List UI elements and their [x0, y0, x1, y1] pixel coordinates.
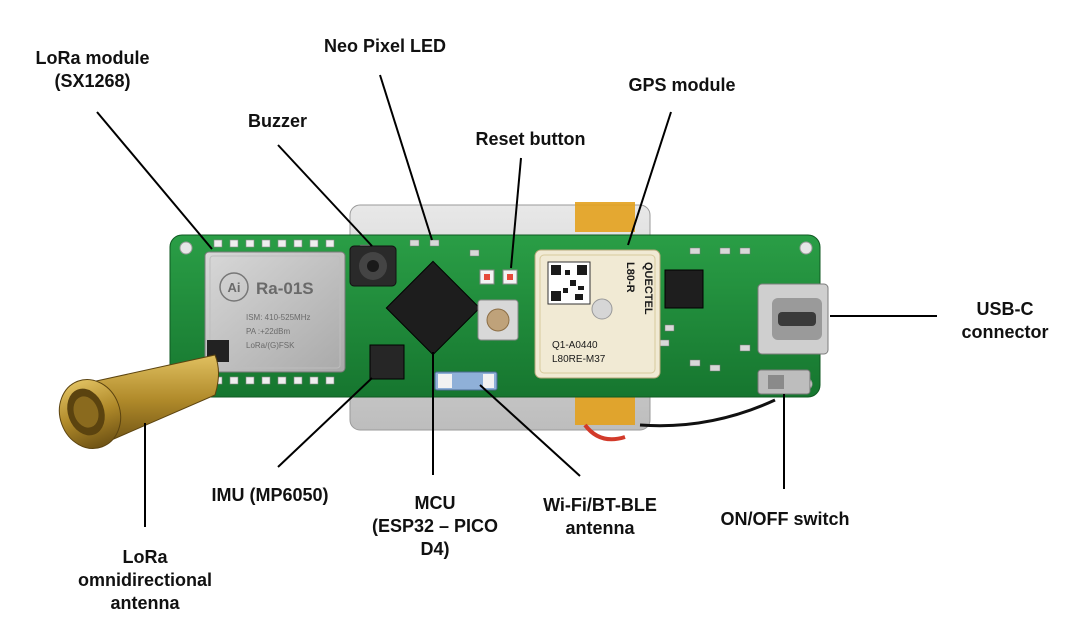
leader-imu [277, 377, 373, 468]
label-imu-line1: IMU (MP6050) [211, 485, 329, 505]
label-lora-antenna-line3: antenna [110, 593, 180, 613]
label-lora-antenna-line2: omnidirectional [77, 570, 212, 590]
label-lora-antenna: LoRa omnidirectional antenna [60, 546, 230, 615]
gps-code2-text: L80RE-M37 [552, 354, 606, 365]
support-chip [664, 269, 704, 309]
label-lora-module-line1: LoRa module [35, 48, 150, 68]
label-usb-c-line2: connector [961, 322, 1049, 342]
lora-pa-text: PA :+22dBm [246, 327, 290, 336]
label-usb-c-line1: USB-C [976, 299, 1034, 319]
label-usb-c: USB-C connector [940, 298, 1070, 344]
leader-lines [96, 74, 937, 527]
neo-pixel-leds [479, 269, 518, 285]
label-wifi-antenna-line2: antenna [565, 518, 635, 538]
lora-module-shield: Ai Ra-01S ISM: 410-525MHz PA :+22dBm LoR… [204, 251, 346, 373]
label-wifi-antenna-line1: Wi-Fi/BT-BLE [543, 495, 657, 515]
reset-button-component [477, 299, 519, 341]
label-gps-module: GPS module [612, 74, 752, 97]
leader-neo-pixel [379, 74, 433, 241]
label-wifi-antenna: Wi-Fi/BT-BLE antenna [525, 494, 675, 540]
on-off-switch-component [757, 369, 811, 395]
leader-wifi [479, 384, 581, 477]
gps-brand-text: QUECTEL [642, 262, 654, 315]
leader-reset [510, 157, 522, 269]
usb-c-connector-component [757, 283, 829, 355]
label-neo-pixel-line1: Neo Pixel LED [323, 36, 447, 56]
leader-buzzer [277, 144, 373, 247]
leader-gps [627, 111, 672, 246]
label-lora-antenna-line1: LoRa [122, 547, 168, 567]
gps-module-body: QUECTEL L80-R Q1-A0440 L80RE-M37 [534, 249, 661, 379]
gps-code1-text: Q1-A0440 [552, 340, 598, 351]
wifi-antenna-chip [434, 371, 498, 391]
label-buzzer-line1: Buzzer [247, 111, 307, 131]
label-on-off-switch-line1: ON/OFF switch [720, 509, 850, 529]
label-on-off-switch: ON/OFF switch [700, 508, 870, 531]
buzzer-component [349, 245, 397, 287]
label-lora-module-line2: (SX1268) [54, 71, 131, 91]
leader-lora-module [96, 111, 213, 250]
label-gps-module-line1: GPS module [628, 75, 736, 95]
label-buzzer: Buzzer [235, 110, 320, 133]
gps-model-text: L80-R [624, 262, 636, 293]
mcu-chip [385, 260, 481, 356]
lora-mod-text: LoRa/(G)FSK [246, 341, 295, 350]
lora-antenna-component [58, 354, 219, 449]
lora-part-text: Ra-01S [256, 279, 314, 298]
label-reset-button: Reset button [458, 128, 603, 151]
label-imu: IMU (MP6050) [190, 484, 350, 507]
imu-chip [369, 344, 405, 380]
label-mcu-line3: D4) [420, 539, 450, 559]
lora-ism-text: ISM: 410-525MHz [246, 313, 310, 322]
label-mcu-line1: MCU [414, 493, 456, 513]
label-neo-pixel: Neo Pixel LED [310, 35, 460, 58]
label-lora-module: LoRa module (SX1268) [25, 47, 160, 93]
label-mcu-line2: (ESP32 – PICO [371, 516, 499, 536]
label-mcu: MCU (ESP32 – PICO D4) [360, 492, 510, 561]
lora-logo-text: Ai [228, 280, 241, 295]
label-reset-button-line1: Reset button [475, 129, 586, 149]
